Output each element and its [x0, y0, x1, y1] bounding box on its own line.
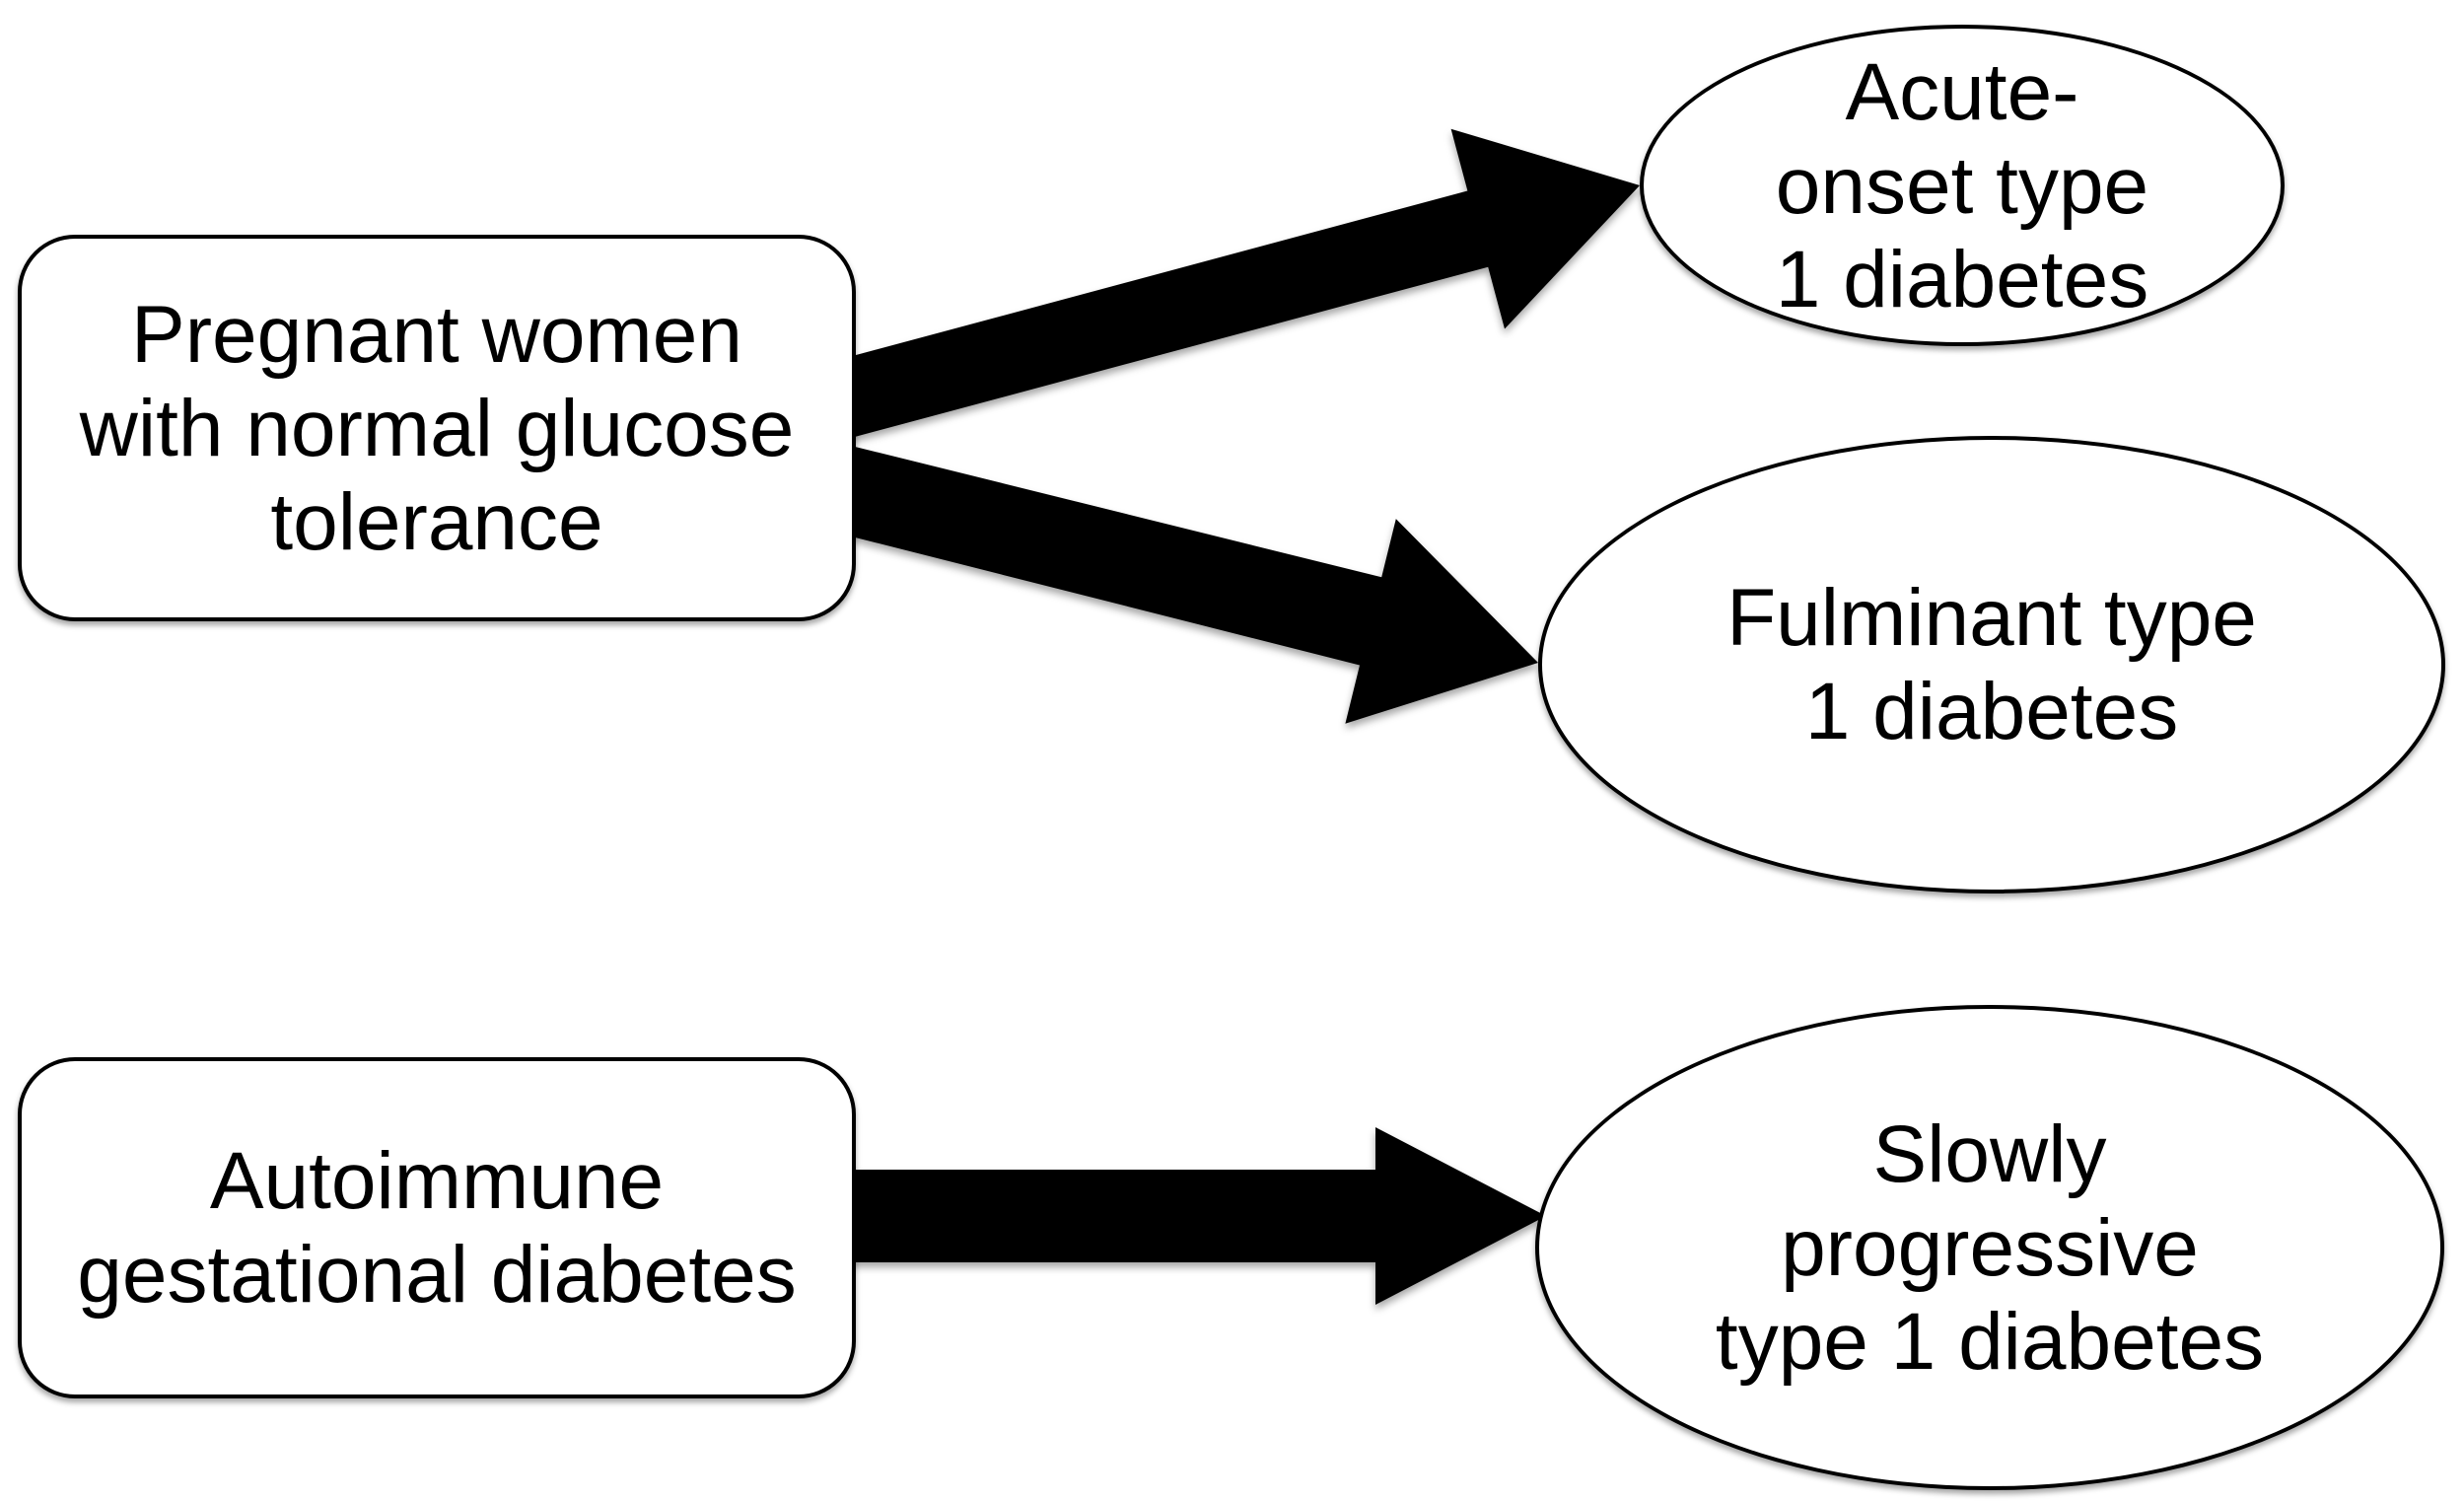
- node-fulminant-type-1-diabetes: Fulminant type 1 diabetes: [1538, 436, 2445, 894]
- arrow-autoimmune-to-slowly: [838, 1127, 1546, 1305]
- node-acute-onset-type-1-diabetes-label: Acute- onset type 1 diabetes: [1775, 46, 2149, 324]
- node-autoimmune-gestational-diabetes: Autoimmune gestational diabetes: [18, 1057, 856, 1398]
- node-slowly-progressive-type-1-diabetes: Slowly progressive type 1 diabetes: [1535, 1005, 2444, 1490]
- node-fulminant-type-1-diabetes-label: Fulminant type 1 diabetes: [1726, 573, 2257, 756]
- node-acute-onset-type-1-diabetes: Acute- onset type 1 diabetes: [1640, 25, 2285, 346]
- node-slowly-progressive-type-1-diabetes-label: Slowly progressive type 1 diabetes: [1715, 1109, 2265, 1387]
- node-autoimmune-gestational-diabetes-label: Autoimmune gestational diabetes: [77, 1136, 797, 1320]
- arrow-pregnant-to-fulminant: [838, 442, 1538, 724]
- arrow-pregnant-to-acute: [838, 128, 1640, 442]
- node-pregnant-women-label: Pregnant women with normal glucose toler…: [79, 289, 795, 567]
- node-pregnant-women: Pregnant women with normal glucose toler…: [18, 235, 856, 621]
